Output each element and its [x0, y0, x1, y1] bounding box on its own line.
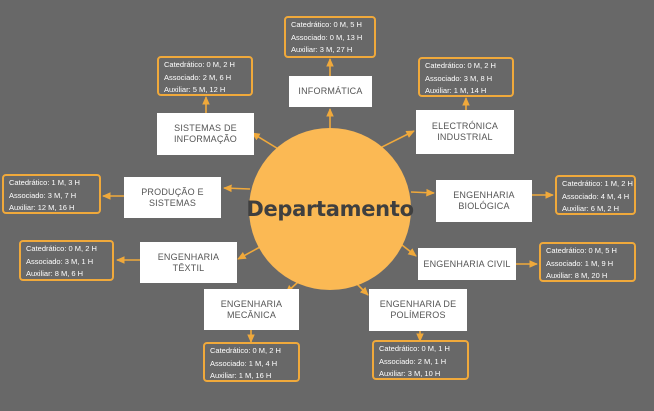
stat-line: Catedrático: 0 M, 2 H [26, 244, 97, 253]
stats-engenharia-textil: Catedrático: 0 M, 2 H Associado: 3 M, 1 … [19, 240, 114, 281]
stats-informatica: Catedrático: 0 M, 5 H Associado: 0 M, 13… [284, 16, 376, 58]
stats-engenharia-biologica: Catedrático: 1 M, 2 H Associado: 4 M, 4 … [555, 175, 636, 215]
dept-name-line: BIOLÓGICA [458, 201, 510, 211]
stat-line: Auxiliar: 8 M, 6 H [26, 269, 84, 278]
dept-name-line: MECÂNICA [226, 309, 277, 320]
stat-line: Catedrático: 0 M, 2 H [210, 346, 281, 355]
stat-line: Auxiliar: 6 M, 2 H [562, 204, 620, 213]
connector-engenharia-biologica [410, 188, 435, 197]
stat-line: Auxiliar: 3 M, 10 H [379, 369, 441, 378]
stat-line: Auxiliar: 5 M, 12 H [164, 85, 226, 94]
stat-line: Associado: 3 M, 1 H [26, 256, 94, 266]
connector-sistemas-informacao [251, 132, 281, 151]
stats-electronica-industrial: Catedrático: 0 M, 2 H Associado: 3 M, 8 … [418, 57, 514, 97]
dept-informatica: INFORMÁTICA [289, 76, 372, 107]
dept-name-line: ENGENHARIA DE [379, 299, 457, 309]
stats-engenharia-mecanica: Catedrático: 0 M, 2 H Associado: 1 M, 4 … [203, 342, 300, 382]
stat-line: Associado: 2 M, 1 H [379, 356, 447, 366]
stat-line: Catedrático: 0 M, 1 H [379, 344, 450, 353]
dept-name-line: INFORMÁTICA [298, 86, 363, 96]
stat-line: Associado: 4 M, 4 H [562, 191, 630, 201]
connector-producao-sistemas [223, 184, 251, 193]
connector-engenharia-textil [237, 246, 261, 260]
dept-name-line: POLÍMEROS [390, 310, 446, 320]
dept-engenharia-textil: ENGENHARIA TÊXTIL [140, 242, 237, 283]
hub-label: Departamento [246, 197, 414, 221]
stats-sistemas-informacao: Catedrático: 0 M, 2 H Associado: 2 M, 6 … [157, 56, 253, 96]
dept-name-line: ENGENHARIA [157, 251, 220, 262]
dept-engenharia-mecanica: ENGENHARIA MECÂNICA [204, 289, 299, 330]
stats-engenharia-polimeros: Catedrático: 0 M, 1 H Associado: 2 M, 1 … [372, 340, 469, 380]
stats-engenharia-civil: Catedrático: 0 M, 5 H Associado: 1 M, 9 … [539, 242, 636, 282]
dept-electronica-industrial: ELECTRÓNICA INDUSTRIAL [416, 110, 514, 154]
stat-line: Associado: 1 M, 9 H [546, 258, 614, 268]
dept-name-line: TÊXTIL [172, 262, 205, 273]
dept-producao-sistemas: PRODUÇÃO E SISTEMAS [124, 177, 221, 218]
stat-line: Auxiliar: 12 M, 16 H [9, 203, 75, 212]
stat-line: Associado: 3 M, 8 H [425, 73, 493, 83]
dept-engenharia-biologica: ENGENHARIA BIOLÓGICA [436, 180, 532, 222]
dept-name-line: ENGENHARIA [220, 298, 283, 309]
stat-line: Auxiliar: 1 M, 16 H [210, 371, 272, 380]
stat-line: Associado: 3 M, 7 H [9, 190, 77, 200]
dept-name-line: ELECTRÓNICA [431, 121, 499, 131]
connector-electronica-industrial [379, 130, 415, 149]
dept-name-line: INFORMAÇÃO [173, 134, 237, 144]
dept-engenharia-civil: ENGENHARIA CIVIL [418, 248, 516, 280]
stat-line: Catedrático: 0 M, 5 H [546, 246, 617, 255]
dept-name-line: INDUSTRIAL [437, 132, 493, 142]
stat-line: Associado: 0 M, 13 H [291, 32, 363, 42]
dept-name-line: PRODUÇÃO E [141, 186, 204, 197]
stat-line: Auxiliar: 1 M, 14 H [425, 86, 487, 95]
stat-line: Catedrático: 0 M, 2 H [425, 61, 496, 70]
stat-line: Auxiliar: 8 M, 20 H [546, 271, 608, 280]
stat-line: Associado: 1 M, 4 H [210, 358, 278, 368]
department-hub: Departamento [246, 128, 414, 290]
dept-name-line: ENGENHARIA CIVIL [423, 258, 511, 269]
dept-name-line: ENGENHARIA [453, 190, 515, 200]
stat-line: Auxiliar: 3 M, 27 H [291, 45, 353, 54]
dept-sistemas-informacao: SISTEMAS DE INFORMAÇÃO [157, 113, 254, 155]
stat-line: Catedrático: 1 M, 3 H [9, 178, 80, 187]
dept-engenharia-polimeros: ENGENHARIA DE POLÍMEROS [369, 289, 467, 331]
connector-engenharia-civil [401, 244, 417, 257]
stat-line: Catedrático: 1 M, 2 H [562, 179, 633, 188]
stats-producao-sistemas: Catedrático: 1 M, 3 H Associado: 3 M, 7 … [2, 174, 101, 214]
dept-name-line: SISTEMAS [148, 197, 197, 208]
stat-line: Catedrático: 0 M, 2 H [164, 60, 235, 69]
dept-name-line: SISTEMAS DE [174, 123, 237, 133]
stat-line: Catedrático: 0 M, 5 H [291, 20, 362, 29]
stat-line: Associado: 2 M, 6 H [164, 72, 232, 82]
